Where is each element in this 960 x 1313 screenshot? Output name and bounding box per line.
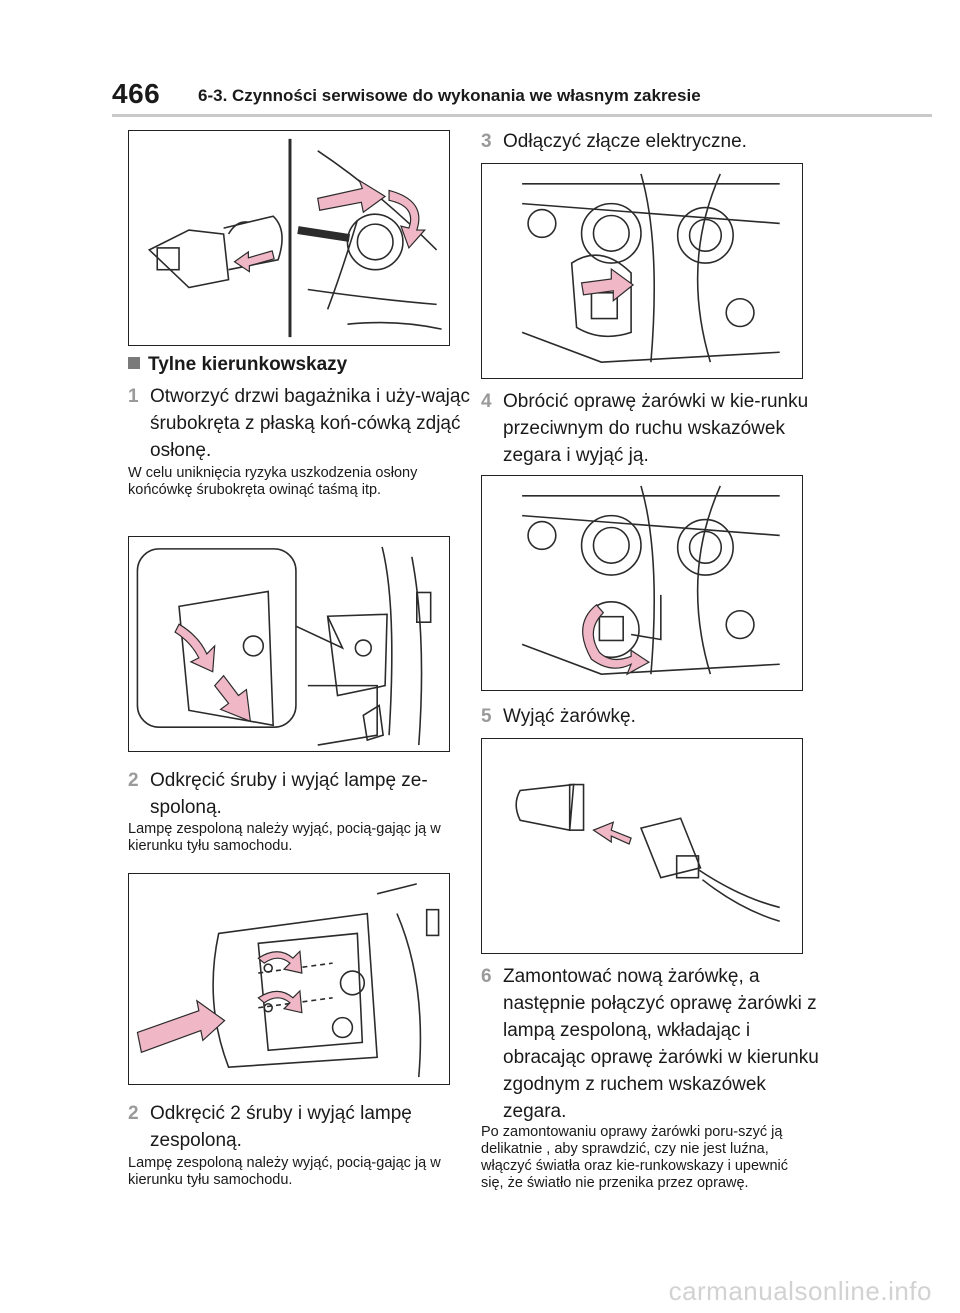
figure-bulb-remove [481, 738, 803, 954]
step-2b: 2 Odkręcić 2 śruby i wyjąć lampę zespolon… [128, 1100, 472, 1154]
heading-text: Tylne kierunkowskazy [148, 354, 348, 375]
step-4: 4 Obrócić oprawę żarówki w kie-runku prze… [481, 388, 825, 469]
step-5: 5 Wyjąć żarówkę. [481, 703, 825, 730]
step-2a: 2 Odkręcić śruby i wyjąć lampę ze-spoloną… [128, 767, 472, 821]
step-text: Odłączyć złącze elektryczne. [503, 131, 747, 152]
note-6: Po zamontowaniu oprawy żarówki poru-szyć… [481, 1124, 789, 1191]
step-number: 5 [481, 706, 492, 727]
figure-bulb-removal-front [128, 130, 450, 346]
square-bullet-icon [128, 357, 140, 369]
illustration-front-bulb [147, 138, 442, 338]
section-heading: Tylne kierunkowskazy [128, 354, 458, 376]
illustration-bulb-remove [515, 783, 780, 923]
page-header: 466 6-3. Czynności serwisowe do wykonani… [0, 0, 960, 118]
step-number: 6 [481, 966, 492, 987]
figure-socket-rotate [481, 475, 803, 691]
step-text: Odkręcić śruby i wyjąć lampę ze-spoloną. [150, 770, 428, 818]
step-number: 4 [481, 391, 492, 412]
step-number: 1 [128, 386, 139, 407]
illustration-socket-rotate [521, 485, 780, 676]
watermark: carmanualsonline.info [668, 1276, 932, 1306]
step-text: Otworzyć drzwi bagażnika i uży-wając śru… [150, 386, 470, 461]
step-3: 3 Odłączyć złącze elektryczne. [481, 128, 825, 155]
note-1: W celu uniknięcia ryzyka uszkodzenia osł… [128, 465, 418, 498]
note-2b: Lampę zespoloną należy wyjąć, pocią-gają… [128, 1155, 441, 1188]
step-1: 1 Otworzyć drzwi bagażnika i uży-wając śr… [128, 383, 472, 464]
section-title: 6-3. Czynności serwisowe do wykonania we… [198, 86, 701, 105]
illustration-cover-removal [136, 546, 432, 746]
figure-cover-removal [128, 536, 450, 752]
step-number: 2 [128, 770, 139, 791]
step-text: Odkręcić 2 śruby i wyjąć lampę zespoloną… [150, 1103, 412, 1151]
step-number: 2 [128, 1103, 139, 1124]
note-2a: Lampę zespoloną należy wyjąć, pocią-gają… [128, 821, 441, 854]
step-text: Obrócić oprawę żarówki w kie-runku przec… [503, 391, 809, 466]
step-6: 6 Zamontować nową żarówkę, a następnie po… [481, 963, 825, 1125]
step-text: Zamontować nową żarówkę, a następnie poł… [503, 966, 819, 1122]
figure-lamp-removal [128, 873, 450, 1085]
page-number: 466 [112, 78, 161, 109]
illustration-connector [521, 173, 780, 363]
step-text: Wyjąć żarówkę. [503, 706, 636, 727]
step-number: 3 [481, 131, 492, 152]
illustration-lamp-removal [136, 883, 440, 1078]
header-divider [112, 114, 932, 117]
figure-connector-disconnect [481, 163, 803, 379]
